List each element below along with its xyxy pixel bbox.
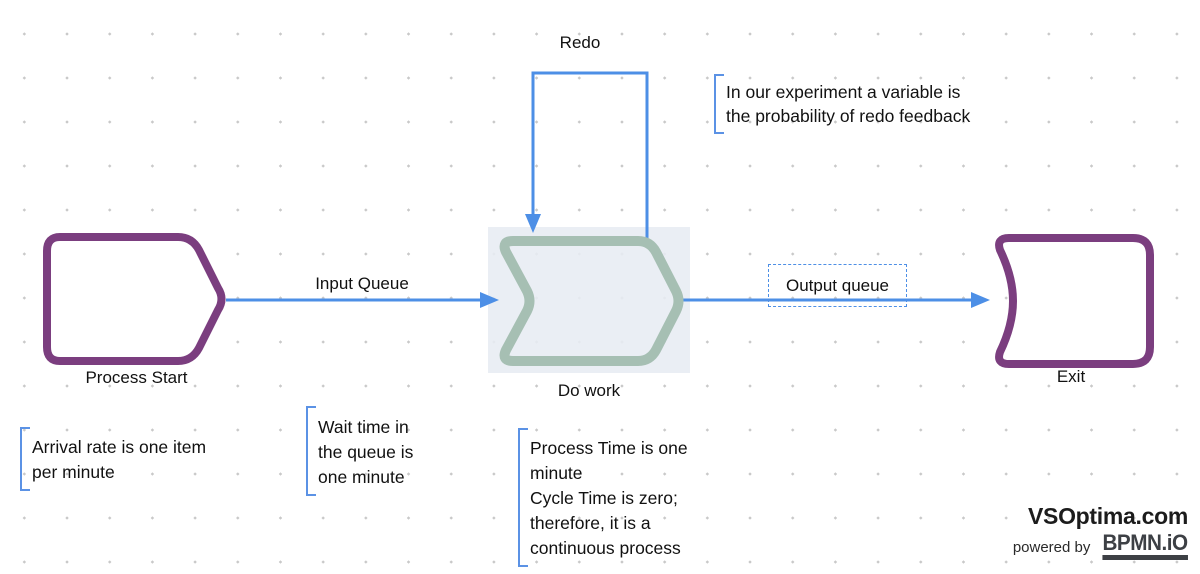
do-work-label[interactable]: Do work <box>557 381 621 400</box>
annotation-experiment[interactable]: In our experiment a variable is the prob… <box>714 74 970 134</box>
branding: VSOptima.com powered by BPMN.iO <box>1013 503 1188 560</box>
do-work-shape[interactable] <box>499 236 684 366</box>
annotation-wait-time[interactable]: Wait time in the queue is one minute <box>306 406 413 496</box>
annotation-bracket-icon <box>306 406 316 496</box>
annotation-arrival-rate-text: Arrival rate is one item per minute <box>32 437 207 482</box>
exit-shape[interactable] <box>995 234 1154 368</box>
redo-flow-line[interactable] <box>531 71 649 240</box>
redo-arrowhead-icon <box>525 214 541 233</box>
input-queue-arrowhead-icon <box>480 292 499 308</box>
process-start-label[interactable]: Process Start <box>85 368 188 387</box>
bpmn-io-logo[interactable]: BPMN.iO <box>1102 532 1188 560</box>
annotation-wait-time-text: Wait time in the queue is one minute <box>318 417 414 487</box>
vsoptima-logo: VSOptima.com <box>1028 503 1188 529</box>
exit-label[interactable]: Exit <box>1056 367 1086 386</box>
input-queue-flow-label[interactable]: Input Queue <box>315 274 409 293</box>
process-start-shape[interactable] <box>43 233 226 365</box>
redo-flow-label[interactable]: Redo <box>559 33 601 52</box>
annotation-process-time-text: Process Time is one minute Cycle Time is… <box>530 438 688 558</box>
powered-by-text: powered by <box>1012 539 1091 556</box>
annotation-experiment-text: In our experiment a variable is the prob… <box>726 82 971 126</box>
annotation-process-time[interactable]: Process Time is one minute Cycle Time is… <box>518 428 688 567</box>
output-queue-label-selection[interactable]: Output queue <box>768 264 907 307</box>
annotation-arrival-rate[interactable]: Arrival rate is one item per minute <box>20 427 206 491</box>
annotation-bracket-icon <box>518 428 528 567</box>
output-queue-flow-label[interactable]: Output queue <box>785 275 890 295</box>
output-queue-arrowhead-icon <box>971 292 990 308</box>
annotation-bracket-icon <box>714 74 724 134</box>
annotation-bracket-icon <box>20 427 30 491</box>
